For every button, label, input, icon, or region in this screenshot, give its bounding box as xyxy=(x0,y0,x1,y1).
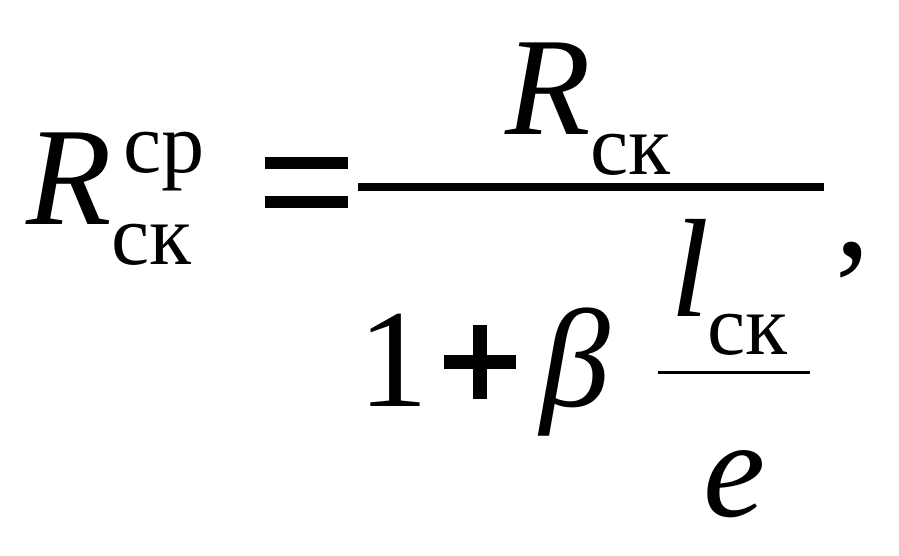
trailing-comma: , xyxy=(835,132,870,287)
small-fraction-numerator-variable: l xyxy=(670,192,709,347)
beta-coefficient: β xyxy=(540,282,610,437)
lhs-subscript: ск xyxy=(111,187,191,283)
small-fraction-denominator: e xyxy=(703,392,766,547)
main-fraction-bar xyxy=(358,183,824,191)
equals-bar-bottom xyxy=(265,196,348,208)
numerator-variable: R xyxy=(505,10,591,165)
lhs-superscript: ср xyxy=(123,95,205,191)
plus-bar-vertical xyxy=(473,325,487,399)
numerator-subscript: ск xyxy=(590,97,670,193)
equals-bar-top xyxy=(265,157,348,169)
small-fraction-numerator-subscript: ск xyxy=(707,277,787,373)
small-fraction-bar xyxy=(658,371,810,374)
denominator-constant: 1 xyxy=(358,282,428,437)
lhs-variable: R xyxy=(26,100,112,255)
